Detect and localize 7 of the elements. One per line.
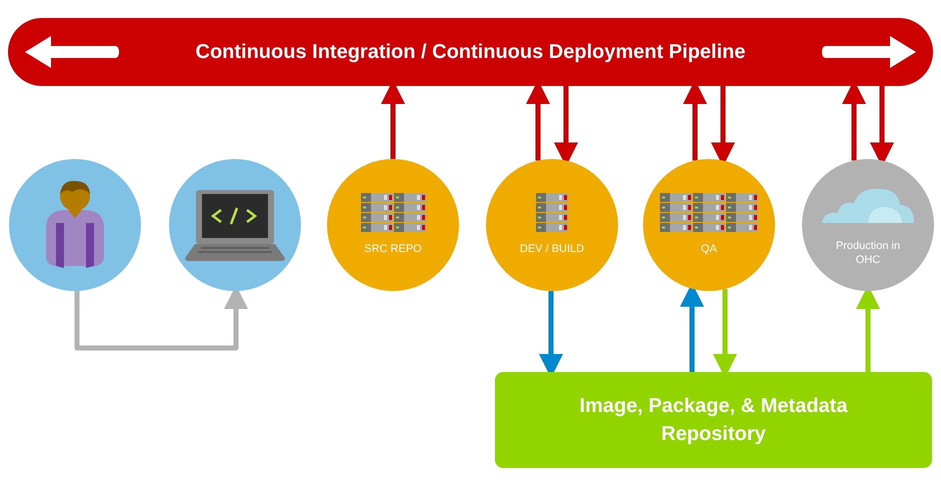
repository-box: [495, 372, 932, 468]
pipeline-title: Continuous Integration / Continuous Deployment Pipeline: [196, 40, 746, 64]
stage-label: Production in OHC: [834, 238, 902, 268]
stage-label: QA: [701, 242, 717, 257]
stage-label: DEV / BUILD: [520, 242, 584, 257]
repository-label: Image, Package, & Metadata Repository: [578, 394, 849, 447]
stage-label: SRC REPO: [364, 242, 422, 257]
